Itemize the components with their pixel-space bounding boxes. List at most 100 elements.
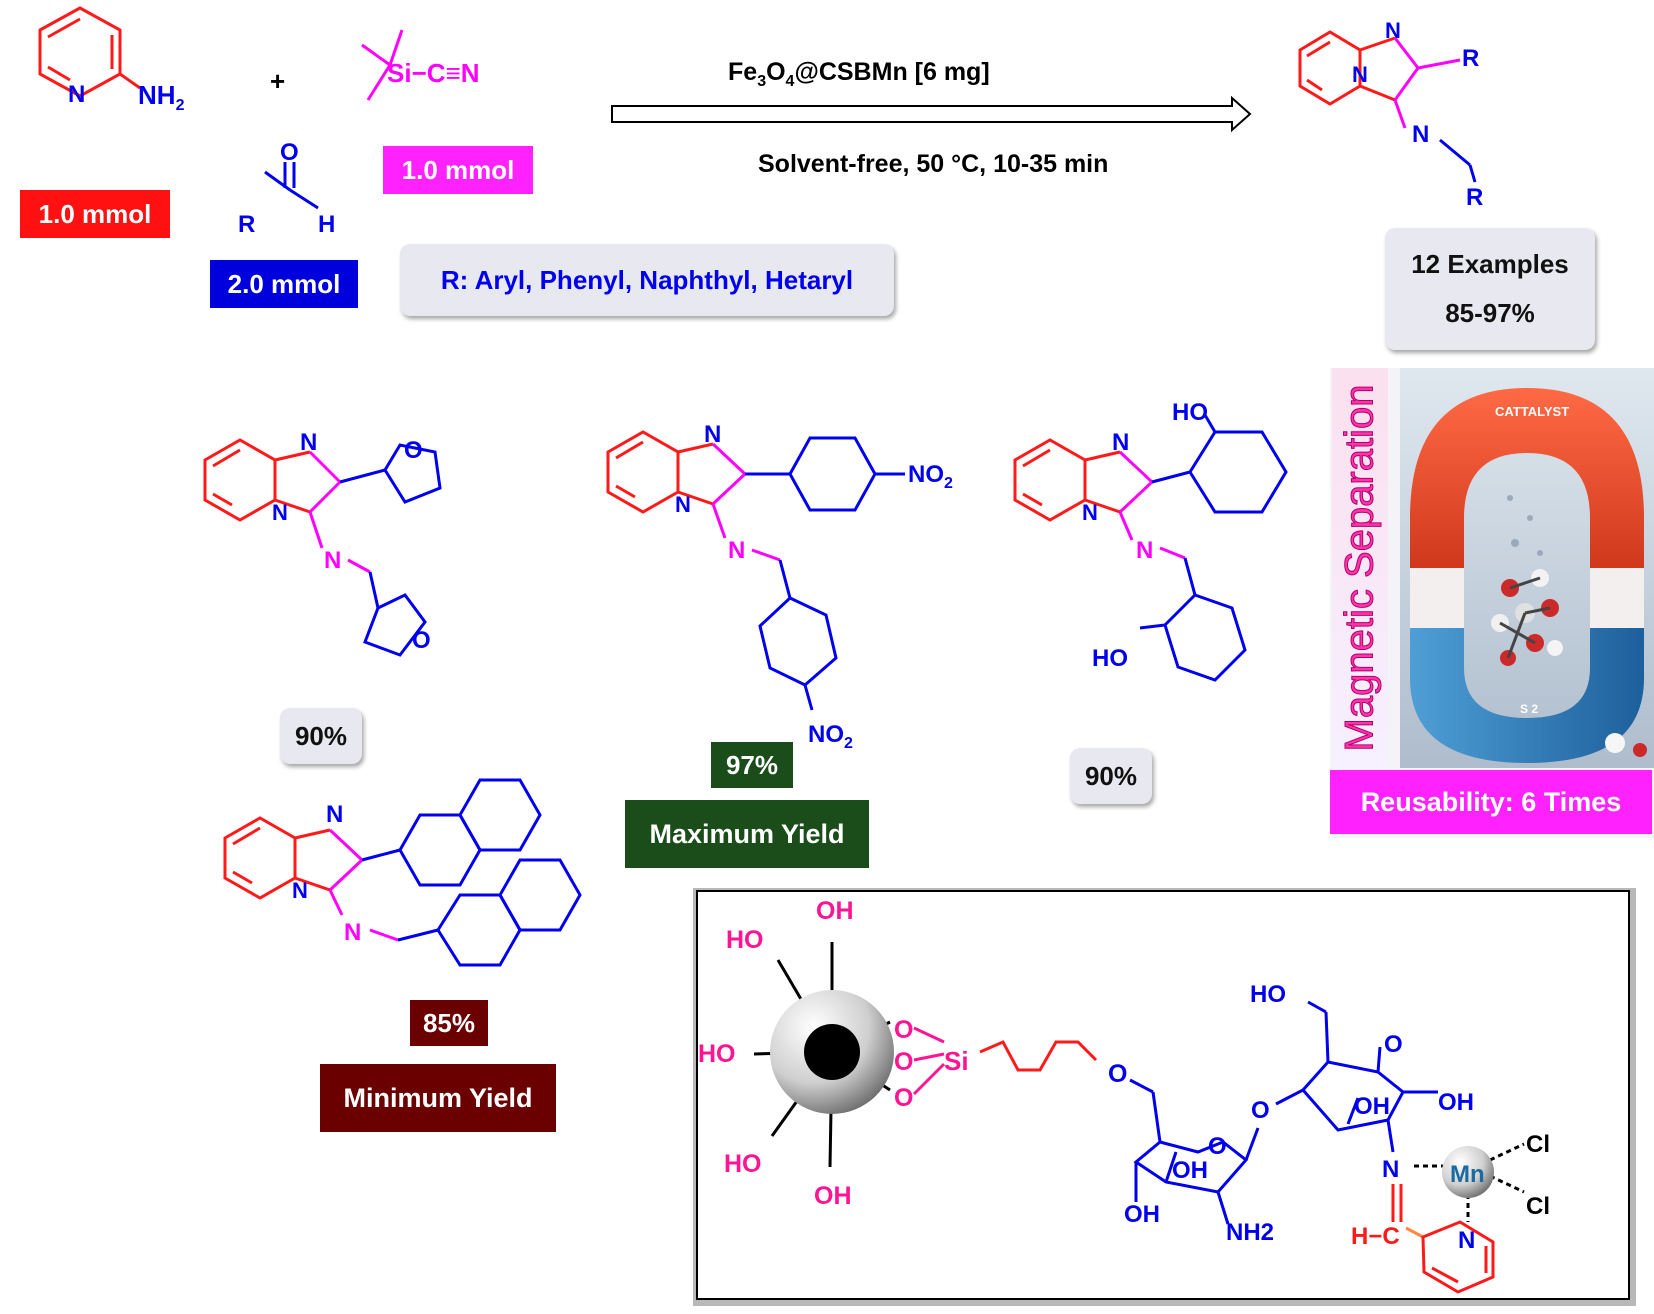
glycosidic-o-label: O <box>1251 1097 1270 1124</box>
tmscn-amount-box: 1.0 mmol <box>383 146 533 194</box>
naphthyl-product-structure <box>223 778 582 967</box>
np-ho-upper-left-label: HO <box>726 926 764 954</box>
reusability-label: Reusability: 6 Times <box>1360 786 1622 817</box>
mn-center <box>1442 1146 1494 1198</box>
r-groups-label: R: Aryl, Phenyl, Naphthyl, Hetaryl <box>440 264 854 295</box>
nitro-yield-badge: 97% <box>711 742 793 788</box>
pyridine-n-label: N <box>1458 1227 1475 1254</box>
furyl-n2-label: N <box>272 500 288 525</box>
hydroxy-ho2-label: HO <box>1092 645 1128 672</box>
aminopyridine-structure <box>38 6 141 98</box>
furyl-yield-badge: 90% <box>280 708 362 764</box>
naphthyl-n1-label: N <box>326 801 343 828</box>
magnet-bottom-label: S 2 <box>1520 702 1538 716</box>
nitro-n2-label: N <box>675 492 691 517</box>
np-oh-bottom-label: OH <box>814 1182 852 1210</box>
tmscn-amount-label: 1.0 mmol <box>401 154 515 185</box>
cl1-label: Cl <box>1526 1131 1550 1158</box>
si-label: Si <box>944 1046 969 1076</box>
naphthyl-n2-label: N <box>292 878 308 903</box>
schiff-base-ligand <box>1391 1142 1525 1294</box>
sugar2-oh1-label: OH <box>1354 1093 1390 1120</box>
general-product-structure <box>1298 30 1477 183</box>
nitro-yield-label: 97% <box>725 749 779 780</box>
sugar1-nh2-label: NH2 <box>1226 1219 1274 1246</box>
product-r2-label: R <box>1466 184 1483 211</box>
furyl-o1-label: O <box>404 437 423 464</box>
hydroxy-yield-badge: 90% <box>1070 748 1152 804</box>
hydroxy-imine-n-label: N <box>1136 537 1153 564</box>
hydroxy-n2-label: N <box>1082 500 1098 525</box>
sugar1-ring-o-label: O <box>1208 1133 1227 1160</box>
furyl-o2-label: O <box>412 627 431 654</box>
nitro-no2-label-1: NO2 <box>908 461 953 492</box>
glucosamine-ring-2 <box>1275 1000 1438 1153</box>
sugar1-oh1-label: OH <box>1172 1157 1208 1184</box>
conditions-label: Solvent-free, 50 °C, 10-35 min <box>758 150 1108 178</box>
np-ho-left-label: HO <box>698 1040 736 1068</box>
aldehyde-r-label: R <box>238 211 255 238</box>
magnetic-separation-panel: Magnetic Separation <box>1330 368 1654 838</box>
furyl-product-structure <box>203 438 442 657</box>
maximum-yield-badge: Maximum Yield <box>625 800 869 868</box>
sugar2-oh2-label: OH <box>1438 1089 1474 1116</box>
nitro-n1-label: N <box>704 421 721 448</box>
magnet-label: CATTALYST <box>1495 404 1569 419</box>
si-cn-label: Si−C≡N <box>387 58 479 88</box>
np-o2-label: O <box>894 1048 913 1076</box>
r-groups-box: R: Aryl, Phenyl, Naphthyl, Hetaryl <box>400 244 894 316</box>
plus-sign: + <box>270 66 285 96</box>
aldehyde-o-label: O <box>280 139 299 166</box>
magnet-illustration: CATTALYST S 2 <box>1400 368 1654 768</box>
aldehyde-amount-label: 2.0 mmol <box>227 268 341 299</box>
propyl-linker <box>979 1040 1098 1072</box>
sugar1-oh2-label: OH <box>1124 1201 1160 1228</box>
yield-range-label: 85-97% <box>1445 298 1535 328</box>
nh2-label: NH2 <box>138 80 185 114</box>
minimum-yield-label: Minimum Yield <box>343 1082 533 1113</box>
hydroxy-ho1-label: HO <box>1172 399 1208 426</box>
hydroxy-n1-label: N <box>1112 429 1129 456</box>
maximum-yield-label: Maximum Yield <box>649 818 845 849</box>
aldehyde-h-label: H <box>318 211 335 238</box>
h-c-label: H−C <box>1351 1223 1400 1250</box>
catalyst-particle-cluster <box>1491 569 1563 666</box>
reusability-box: Reusability: 6 Times <box>1330 770 1652 834</box>
aldehyde-structure <box>264 162 319 210</box>
linker-o-label: O <box>1108 1060 1127 1088</box>
product-imine-n-label: N <box>1412 121 1429 148</box>
sugar2-ho-label: HO <box>1250 981 1286 1008</box>
np-oh-top-label: OH <box>816 897 854 925</box>
catalyst-label: Fe3O4@CSBMn [6 mg] <box>728 58 990 90</box>
naphthyl-imine-n-label: N <box>344 919 361 946</box>
sugar2-ring-o-label: O <box>1384 1031 1403 1058</box>
minimum-yield-badge: Minimum Yield <box>320 1064 556 1132</box>
naphthyl-yield-label: 85% <box>422 1007 476 1038</box>
amine-amount-box: 1.0 mmol <box>20 190 170 238</box>
naphthyl-yield-badge: 85% <box>410 1000 488 1046</box>
furyl-n1-label: N <box>300 429 317 456</box>
cl2-label: Cl <box>1526 1193 1550 1220</box>
catalyst-structure-box: OH HO HO HO OH O O O Si O O OH OH NH2 O <box>696 890 1630 1300</box>
np-o3-label: O <box>894 1084 913 1112</box>
product-structures: N N O N O N N NO2 N NO2 <box>203 399 1288 967</box>
reaction-arrow <box>611 95 1252 133</box>
amine-amount-label: 1.0 mmol <box>38 198 152 229</box>
vertical-label-strip: Magnetic Separation <box>1332 368 1388 768</box>
mn-label: Mn <box>1450 1161 1485 1188</box>
furyl-imine-n-label: N <box>324 547 341 574</box>
glucosamine-ring-1 <box>1129 1078 1260 1225</box>
tmscn-structure <box>361 29 404 101</box>
nanoparticle-core <box>753 942 894 1168</box>
product-n1-label: N <box>1385 18 1401 43</box>
np-o1-label: O <box>894 1016 913 1044</box>
aldehyde-amount-box: 2.0 mmol <box>210 260 358 308</box>
catalyst-structure: OH HO HO HO OH O O O Si O O OH OH NH2 O <box>698 897 1550 1294</box>
nitro-imine-n-label: N <box>728 537 745 564</box>
reaction-scheme: N NH2 + Si−C≡N O R H Fe3O4@CSBMn [6 mg] … <box>38 6 1483 238</box>
examples-box: 12 Examples 85-97% <box>1385 228 1595 350</box>
product-r1-label: R <box>1462 45 1479 72</box>
imine-n-label: N <box>1382 1156 1399 1183</box>
nitro-product-structure <box>606 430 905 711</box>
furyl-yield-label: 90% <box>294 720 348 751</box>
